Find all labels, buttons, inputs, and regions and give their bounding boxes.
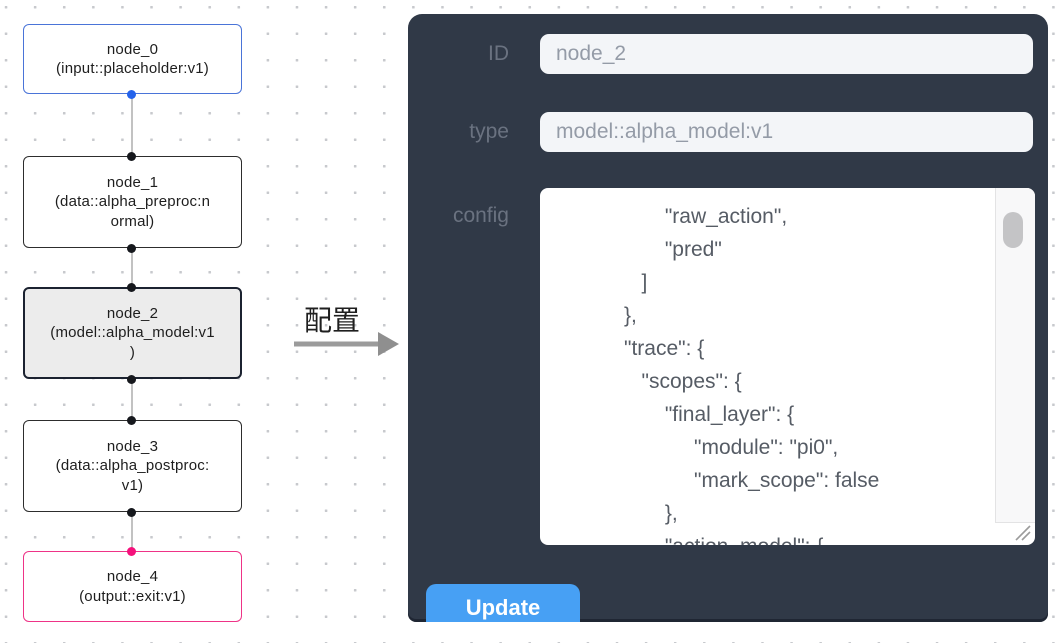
node-title: node_3 xyxy=(106,437,159,455)
scrollbar-thumb[interactable] xyxy=(1003,212,1023,248)
edge-node1-node2 xyxy=(130,248,133,287)
pipeline-node-node_2-selected[interactable]: node_2 (model::alpha_model:v1 ) xyxy=(23,287,242,379)
right-arrow-icon xyxy=(294,332,399,356)
edge-node3-node4 xyxy=(130,512,133,551)
port-node1-out[interactable] xyxy=(127,243,136,253)
node-subtitle: (output::exit:v1) xyxy=(79,587,186,605)
pipeline-node-node_0[interactable]: node_0 (input::placeholder:v1) xyxy=(23,24,242,94)
port-node4-in[interactable] xyxy=(127,546,136,556)
node-title: node_0 xyxy=(106,40,159,58)
config-arrow-label: 配置 xyxy=(303,305,360,336)
id-input[interactable] xyxy=(540,34,1033,74)
config-editor: "raw_action", "pred" ] }, "trace": { "sc… xyxy=(540,188,1035,545)
node-title: node_2 xyxy=(106,304,159,322)
edge-node2-node3 xyxy=(130,379,133,420)
port-node0-out[interactable] xyxy=(127,89,136,99)
node-subtitle: ) xyxy=(129,343,136,361)
type-field-label: type xyxy=(469,120,509,143)
pipeline-node-node_4[interactable]: node_4 (output::exit:v1) xyxy=(23,551,242,622)
type-input[interactable] xyxy=(540,112,1033,152)
node-title: node_4 xyxy=(106,568,159,585)
port-node2-out[interactable] xyxy=(127,374,136,384)
node-subtitle: v1) xyxy=(121,476,144,494)
port-node2-in[interactable] xyxy=(127,282,136,292)
port-node1-in[interactable] xyxy=(127,151,136,161)
node-subtitle: (input::placeholder:v1) xyxy=(55,60,210,77)
node-subtitle: (model::alpha_model:v1 xyxy=(50,324,215,342)
node-title: node_1 xyxy=(106,173,159,191)
node-subtitle: (data::alpha_postproc: xyxy=(55,457,210,475)
node-subtitle: (data::alpha_preproc:n xyxy=(54,193,211,211)
config-field-label: config xyxy=(452,204,509,227)
port-node3-out[interactable] xyxy=(127,507,136,517)
edge-node0-node1 xyxy=(130,94,133,156)
scrollbar-track[interactable] xyxy=(995,188,1035,523)
update-button[interactable]: Update xyxy=(426,584,580,622)
id-field-label: ID xyxy=(488,42,509,65)
port-node3-in[interactable] xyxy=(127,415,136,425)
resize-grip-icon[interactable] xyxy=(1013,523,1033,543)
pipeline-node-node_3[interactable]: node_3 (data::alpha_postproc: v1) xyxy=(23,420,242,512)
node-subtitle: ormal) xyxy=(110,212,155,230)
pipeline-node-node_1[interactable]: node_1 (data::alpha_preproc:n ormal) xyxy=(23,156,242,248)
node-inspector-panel: ID type config "raw_action", "pred" ] },… xyxy=(408,14,1048,622)
config-textarea[interactable]: "raw_action", "pred" ] }, "trace": { "sc… xyxy=(540,188,1035,545)
